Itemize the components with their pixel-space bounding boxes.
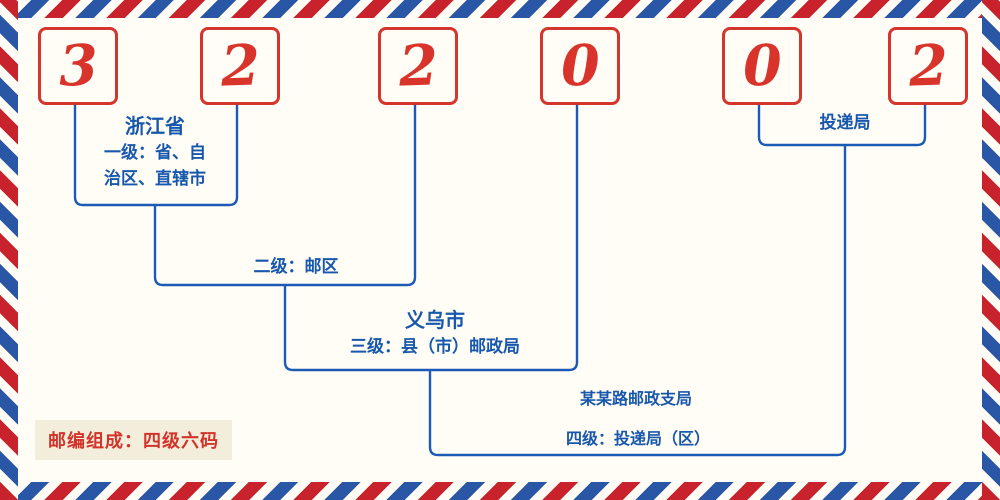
footer-note-badge: 邮编组成：四级六码 <box>35 420 232 460</box>
level1-description-line1: 一级：省、自 <box>104 143 206 162</box>
digit-2: 2 <box>219 32 261 100</box>
digit-box-6: 2 <box>888 27 968 105</box>
level1-region-name: 浙江省 <box>125 116 185 138</box>
envelope-border-top <box>0 0 1000 18</box>
level4-branch-name: 某某路邮政支局 <box>579 391 692 408</box>
digit-6: 2 <box>907 32 949 100</box>
level4-description: 四级：投递局（区） <box>565 431 710 448</box>
digit-1: 3 <box>57 32 99 100</box>
envelope-border-right <box>982 0 1000 500</box>
digit-box-2: 2 <box>200 27 280 105</box>
level3-city-name: 义乌市 <box>405 310 465 332</box>
envelope-border-left <box>0 0 18 500</box>
digit-5: 0 <box>741 32 783 100</box>
level3-label-group: 义乌市 三级：县（市）邮政局 <box>315 308 555 360</box>
level3-description: 三级：县（市）邮政局 <box>350 337 520 356</box>
level2-description: 二级：邮区 <box>253 257 339 276</box>
digit-box-5: 0 <box>722 27 802 105</box>
digit-3: 2 <box>397 32 439 100</box>
level1-description-line2: 治区、直辖市 <box>104 169 206 189</box>
digit-4: 0 <box>559 32 601 100</box>
delivery-office-label: 投递局 <box>819 113 871 132</box>
digit-box-4: 0 <box>540 27 620 105</box>
envelope-border-bottom <box>0 482 1000 500</box>
digit-box-1: 3 <box>38 27 118 105</box>
level1-label-group: 浙江省 一级：省、自 治区、直辖市 <box>62 114 248 193</box>
digit-box-3: 2 <box>378 27 458 105</box>
